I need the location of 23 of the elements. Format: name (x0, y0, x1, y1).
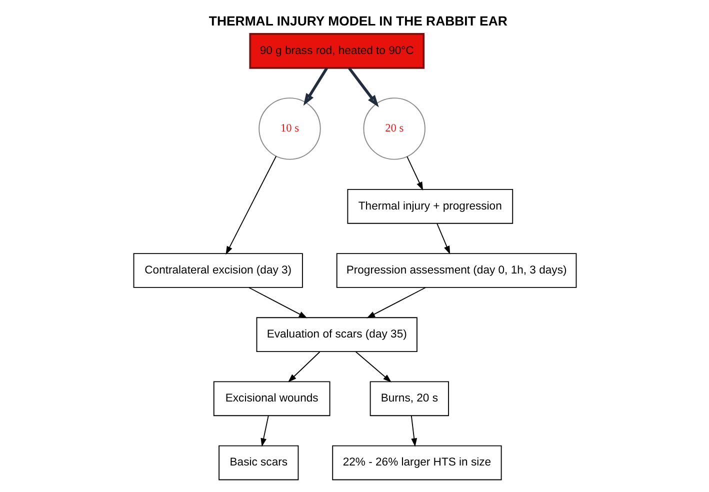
arrow (354, 351, 392, 382)
node-box: 22% - 26% larger HTS in size (332, 445, 502, 480)
arrow (302, 67, 328, 106)
arrow (406, 156, 423, 190)
arrow (436, 223, 450, 254)
arrow (248, 287, 307, 318)
node-circle: 10 s (258, 98, 320, 160)
arrow (260, 415, 268, 447)
diagram-title: THERMAL INJURY MODEL IN THE RABBIT EAR (208, 14, 507, 29)
node-box: Contralateral excision (day 3) (132, 253, 302, 288)
node-box: Evaluation of scars (day 35) (256, 317, 417, 352)
node-box: Excisional wounds (212, 381, 330, 416)
arrow (347, 67, 378, 108)
node-box: Progression assessment (day 0, 1h, 3 days) (336, 253, 576, 288)
arrow (288, 351, 320, 382)
node-box: 90 g brass rod, heated to 90°C (248, 33, 424, 69)
arrow (366, 287, 426, 318)
node-box: Basic scars (218, 445, 298, 480)
arrow (410, 415, 417, 447)
arrow (225, 156, 276, 255)
node-box: Burns, 20 s (369, 381, 448, 416)
node-circle: 20 s (362, 98, 425, 160)
node-box: Thermal injury + progression (346, 188, 513, 224)
